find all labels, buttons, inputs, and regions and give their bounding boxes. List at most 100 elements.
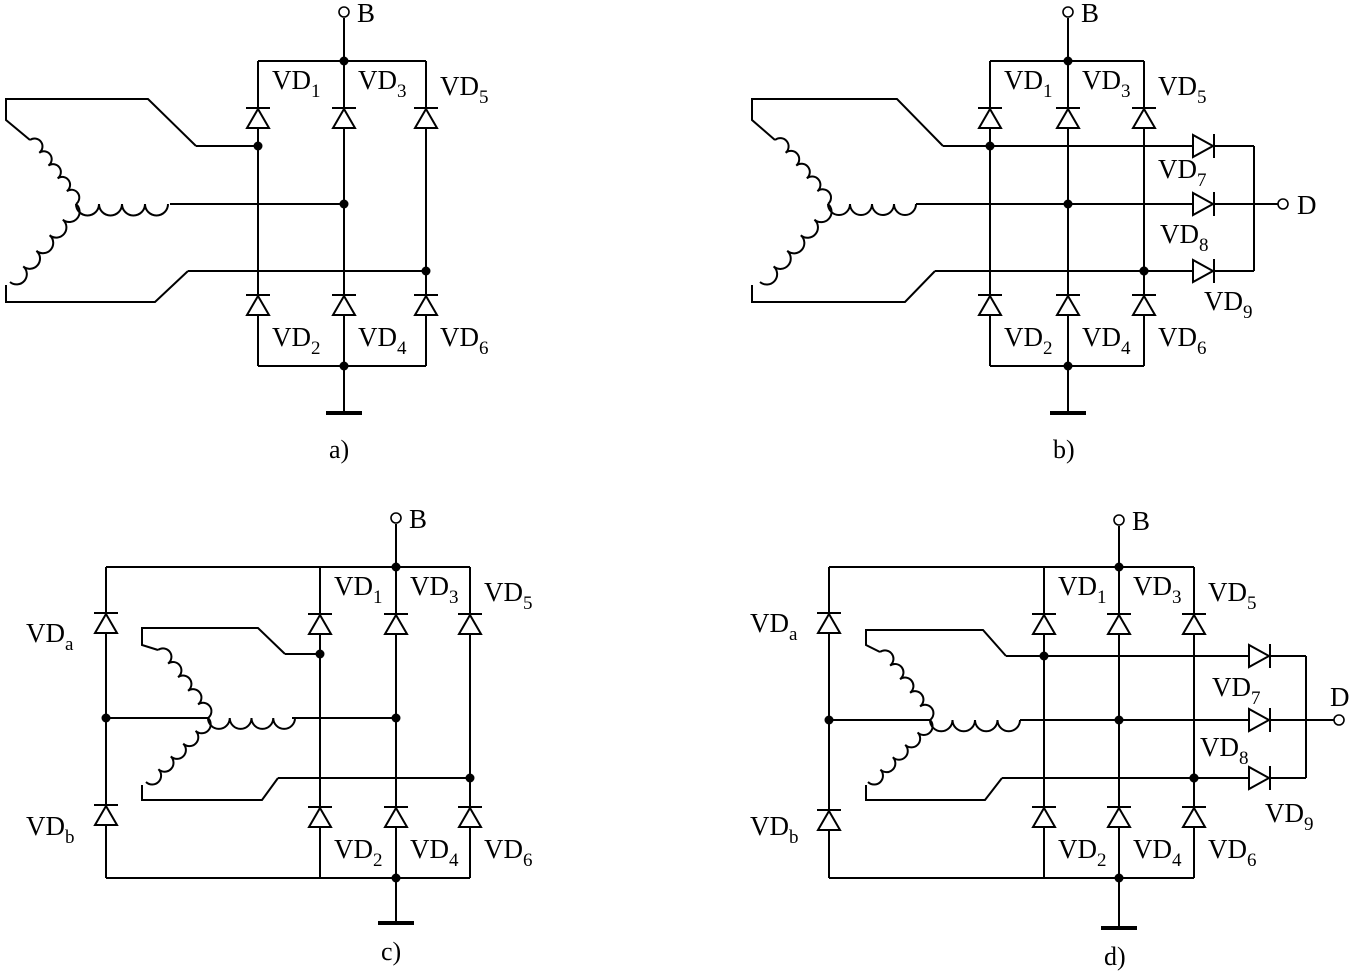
diode-triangle [1192, 258, 1216, 284]
diode-symbol [1248, 765, 1272, 791]
diode-symbol [93, 804, 119, 826]
diode-symbol [1131, 294, 1157, 316]
diode-label: VD2 [1058, 834, 1107, 871]
diode-symbol [1055, 294, 1081, 316]
diode-label: VD8 [1160, 219, 1209, 256]
junction-dot [391, 713, 401, 723]
diode-symbol [331, 107, 357, 129]
terminal-label-b: B [409, 504, 427, 534]
diode-triangle [1248, 707, 1272, 733]
junction-dot [1189, 773, 1199, 783]
diode-triangle [383, 613, 409, 635]
diode-triangle [331, 294, 357, 316]
diode-symbol [1106, 806, 1132, 828]
diode-triangle [1181, 613, 1207, 635]
figure-caption: b) [1053, 435, 1075, 464]
diode-symbol [1248, 707, 1272, 733]
diode-triangle [1031, 806, 1057, 828]
diode-symbol [1131, 107, 1157, 129]
diode-triangle [457, 806, 483, 828]
winding-coil [774, 137, 833, 205]
wire [865, 629, 1007, 657]
diode-label: VD3 [1133, 571, 1182, 608]
diode-label: VDa [750, 608, 798, 645]
diode-triangle [1106, 806, 1132, 828]
diode-triangle [413, 294, 439, 316]
diode-triangle [1181, 806, 1207, 828]
diode-triangle [331, 107, 357, 129]
diode-label: VD8 [1200, 732, 1249, 769]
diode-label: VD3 [1082, 65, 1131, 102]
terminal-circle [1333, 714, 1345, 726]
diode-symbol [1055, 107, 1081, 129]
diode-symbol [816, 809, 842, 831]
diode-symbol [977, 294, 1003, 316]
winding-coil [759, 203, 833, 286]
terminal-circle [1062, 6, 1074, 18]
diode-symbol [457, 806, 483, 828]
figure-caption: c) [381, 937, 401, 966]
diode-label: VD1 [272, 65, 321, 102]
diode-symbol [457, 613, 483, 635]
diode-symbol [413, 294, 439, 316]
diode-triangle [93, 612, 119, 634]
terminal-circle [1277, 198, 1289, 210]
wire [751, 270, 936, 303]
diode-label: VD4 [410, 834, 459, 871]
diode-label: VD3 [358, 65, 407, 102]
diode-triangle [977, 294, 1003, 316]
diode-label: VD2 [334, 834, 383, 871]
diode-symbol [1192, 258, 1216, 284]
diode-label: VD7 [1212, 672, 1261, 709]
winding-coil [207, 717, 296, 730]
diode-symbol [413, 107, 439, 129]
diode-symbol [331, 294, 357, 316]
winding-coil [867, 719, 934, 786]
diode-symbol [1192, 191, 1216, 217]
diode-symbol [1192, 133, 1216, 159]
diode-triangle [383, 806, 409, 828]
diode-triangle [977, 107, 1003, 129]
diode-label: VD6 [484, 834, 533, 871]
junction-dot [421, 266, 431, 276]
diode-triangle [413, 107, 439, 129]
terminal-label-d: D [1330, 682, 1350, 712]
winding-coil [145, 717, 212, 786]
diode-symbol [816, 612, 842, 634]
diode-label: VD6 [1158, 322, 1207, 359]
wire [141, 627, 286, 655]
junction-dot [253, 141, 263, 151]
wire [5, 98, 197, 147]
diode-label: VD5 [1208, 577, 1257, 614]
wire [141, 777, 279, 801]
winding-coil [827, 203, 917, 216]
diode-triangle [1192, 191, 1216, 217]
diode-triangle [1131, 107, 1157, 129]
diode-symbol [1181, 806, 1207, 828]
diode-label: VD9 [1204, 286, 1253, 323]
diode-label: VD4 [1082, 322, 1131, 359]
junction-dot [339, 199, 349, 209]
diode-symbol [1031, 806, 1057, 828]
diode-label: VD5 [1158, 71, 1207, 108]
diode-symbol [383, 806, 409, 828]
diode-label: VDb [26, 811, 75, 848]
diode-label: VD9 [1265, 798, 1314, 835]
diode-symbol [1031, 613, 1057, 635]
diode-triangle [93, 804, 119, 826]
diode-label: VD4 [358, 322, 407, 359]
diode-symbol [307, 613, 333, 635]
diode-triangle [1031, 613, 1057, 635]
diode-triangle [1248, 765, 1272, 791]
terminal-label-d: D [1297, 190, 1317, 220]
junction-dot [315, 649, 325, 659]
diode-triangle [1106, 613, 1132, 635]
diode-symbol [383, 613, 409, 635]
diode-triangle [307, 806, 333, 828]
wire [865, 777, 1003, 801]
wire [751, 98, 944, 147]
